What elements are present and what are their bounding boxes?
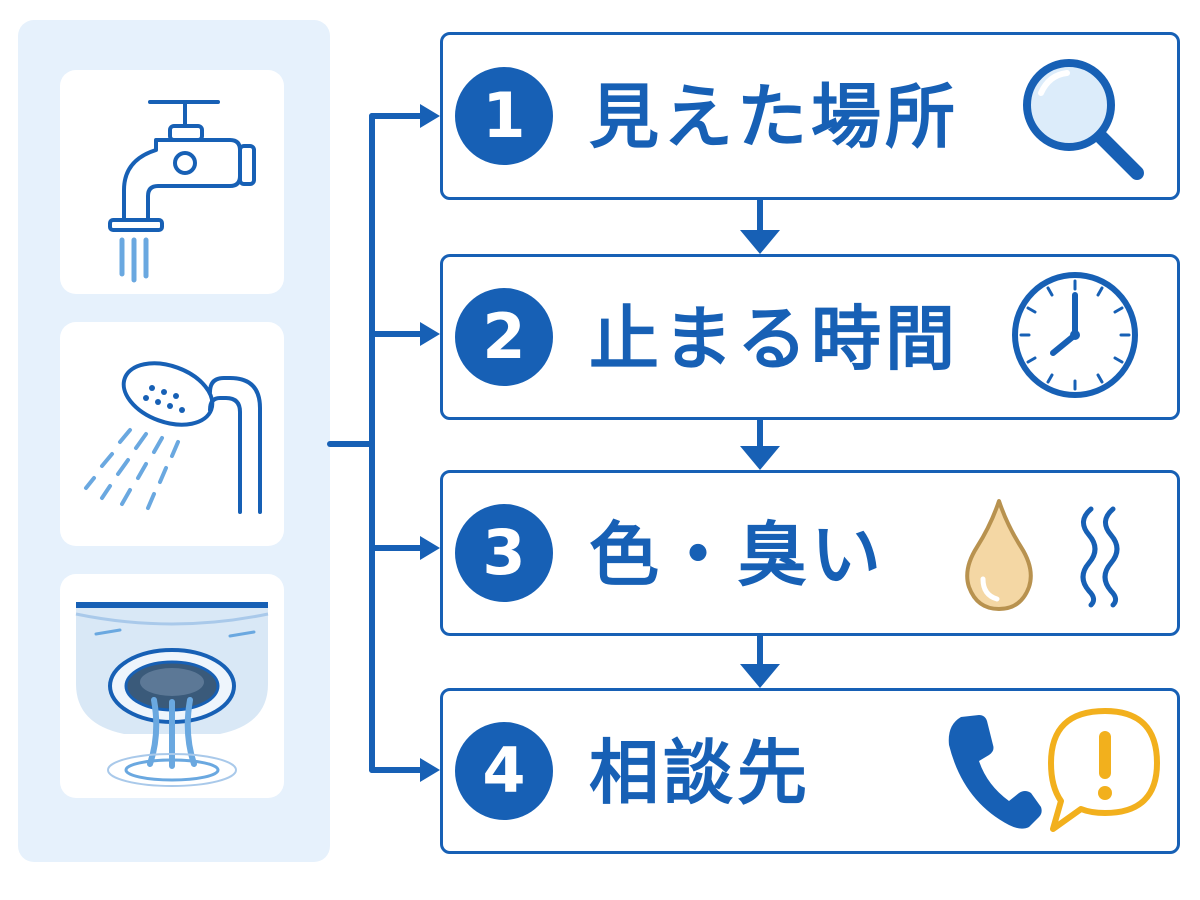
arrow-step2-to-step3 xyxy=(740,446,780,470)
drain-icon xyxy=(75,602,269,787)
source-card-shower xyxy=(60,322,284,546)
water-drop-icon xyxy=(965,499,1033,611)
source-card-drain xyxy=(60,574,284,798)
step-4-box: 4 相談先 xyxy=(440,688,1180,854)
step-label: 色・臭い xyxy=(589,514,885,596)
source-panel xyxy=(18,20,330,862)
step-2-box: 2 止まる時間 xyxy=(440,254,1180,420)
arrow-to-step-3 xyxy=(420,536,440,560)
step-number: 4 xyxy=(455,722,553,820)
phone-icon xyxy=(948,715,1042,829)
arrow-step1-to-step2 xyxy=(740,230,780,254)
arrow-to-step-1 xyxy=(420,104,440,128)
step-1-box: 1 見えた場所 xyxy=(440,32,1180,200)
step-label: 止まる時間 xyxy=(589,298,959,380)
step-3-box: 3 色・臭い xyxy=(440,470,1180,636)
shower-head-icon xyxy=(84,361,262,514)
source-card-faucet xyxy=(60,70,284,294)
step-label: 相談先 xyxy=(589,732,811,814)
arrow-to-step-2 xyxy=(420,322,440,346)
odor-waves-icon xyxy=(1080,506,1120,608)
step-label: 見えた場所 xyxy=(589,76,959,158)
arrow-step3-to-step4 xyxy=(740,664,780,688)
clock-icon xyxy=(1012,272,1138,398)
step-number: 1 xyxy=(455,67,553,165)
step-number: 3 xyxy=(455,504,553,602)
magnifying-glass-icon xyxy=(1023,59,1144,180)
alert-bubble-icon xyxy=(1048,708,1160,832)
arrow-to-step-4 xyxy=(420,758,440,782)
step-number: 2 xyxy=(455,288,553,386)
faucet-icon xyxy=(108,100,256,283)
